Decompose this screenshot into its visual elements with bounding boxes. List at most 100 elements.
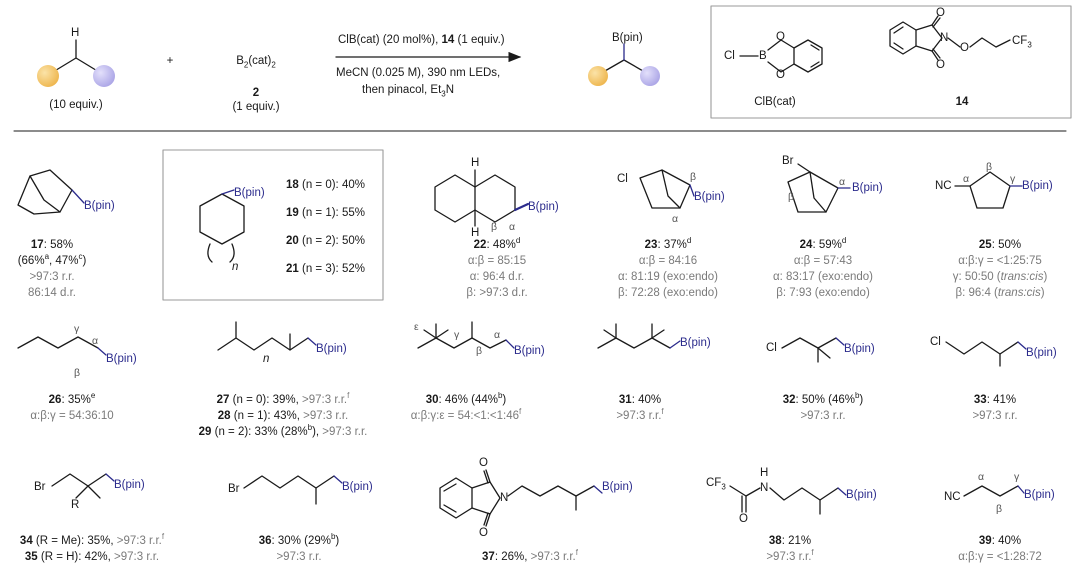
c25-bpin: B(pin) xyxy=(1022,180,1053,192)
c23-cl: Cl xyxy=(617,173,628,185)
phth14-chain xyxy=(947,37,1011,48)
c27-chain xyxy=(217,337,309,351)
cyclic-item-18: 18 (n = 0): 40% xyxy=(286,179,365,191)
catechol-benzene xyxy=(793,39,823,73)
c32-rr: >97:3 r.r. xyxy=(800,410,846,422)
c37-co1 xyxy=(483,469,491,484)
c37-o-top: O xyxy=(479,457,488,469)
c25-gamma-tc: γ: 50:50 (trans:cis) xyxy=(952,271,1048,283)
c37-co2 xyxy=(483,512,491,527)
conditions-line-1: ClB(cat) (20 mol%), 14 (1 equiv.) xyxy=(338,34,505,46)
c38-rr: >97:3 r.r.f xyxy=(766,548,814,563)
c38-co xyxy=(741,495,747,513)
c30-gamma: γ xyxy=(454,329,460,341)
c26-alpha: α xyxy=(92,335,99,347)
c17-bpin: B(pin) xyxy=(84,200,115,212)
cyclic-item-20: 20 (n = 2): 50% xyxy=(286,235,365,247)
c36-bpin: B(pin) xyxy=(342,481,373,493)
c17-ring xyxy=(17,169,73,215)
cyclic-bpin: B(pin) xyxy=(234,187,265,199)
c39-yield: 39: 40% xyxy=(978,535,1022,547)
cyclic-ring xyxy=(199,193,245,245)
c30-bpin: B(pin) xyxy=(514,345,545,357)
c22-ring-b xyxy=(474,174,516,223)
c17-cb-bond xyxy=(71,189,85,204)
c30-chain xyxy=(417,337,507,349)
c25-ratio: α:β:γ = <1:25:75 xyxy=(958,255,1042,267)
c22-beta: β xyxy=(491,221,498,233)
c39-alpha: α xyxy=(978,471,985,483)
c37-cb-bond xyxy=(593,485,603,494)
c36-br: Br xyxy=(228,483,240,495)
c32-chain xyxy=(781,337,837,349)
phth14-co1 xyxy=(931,15,941,28)
cyclic-series-box xyxy=(162,149,384,301)
reagent-equiv: (1 equiv.) xyxy=(232,101,280,113)
c25-yield: 25: 50% xyxy=(978,239,1022,251)
c31-chain xyxy=(597,337,671,349)
c24-ring xyxy=(787,171,839,213)
clbcat-o1: O xyxy=(776,31,785,43)
c39-bpin: B(pin) xyxy=(1024,489,1055,501)
c23-ring xyxy=(639,169,691,209)
c22-ring-a xyxy=(434,174,476,223)
c37-o-bottom: O xyxy=(479,527,488,539)
phth14-co2 xyxy=(931,48,941,61)
c33-rr: >97:3 r.r. xyxy=(972,410,1018,422)
c22-bpin: B(pin) xyxy=(528,201,559,213)
c14-cf3: CF3 xyxy=(1012,35,1032,50)
c37-n: N xyxy=(500,492,509,504)
c22-yield: 22: 48%d xyxy=(473,236,521,251)
product-ball-purple xyxy=(640,66,660,86)
c17-rr: >97:3 r.r. xyxy=(29,271,75,283)
cyclic-n: n xyxy=(232,261,239,273)
c38-cb-bond xyxy=(837,487,847,496)
c30-alpha: α xyxy=(494,329,501,341)
c33-cb-bond xyxy=(1017,341,1027,350)
alkyl-ball-orange xyxy=(37,65,59,87)
clbcat-b: B xyxy=(759,50,767,62)
c34-branches xyxy=(75,485,101,499)
c24-beta: β xyxy=(788,191,795,203)
c33-cl: Cl xyxy=(930,336,941,348)
c14-o2: O xyxy=(936,59,945,71)
reagents-box xyxy=(710,5,1072,119)
c24-br: Br xyxy=(782,155,794,167)
c36-cb-bond xyxy=(333,475,343,484)
c24-alpha: α xyxy=(839,176,846,188)
c23-bpin: B(pin) xyxy=(694,191,725,203)
c31-bpin: B(pin) xyxy=(680,337,711,349)
c36-chain xyxy=(243,475,335,489)
c34-chain xyxy=(51,473,107,487)
cyclic-item-21: 21 (n = 3): 52% xyxy=(286,263,365,275)
c29-yield: 29 (n = 2): 33% (28%b), >97:3 r.r. xyxy=(198,423,368,438)
c23-cb-bond xyxy=(689,184,695,197)
conditions-line-3: then pinacol, Et3N xyxy=(362,84,455,99)
c24-ratio: α:β = 57:43 xyxy=(793,255,853,267)
c14-n: N xyxy=(940,32,949,44)
c39-cb-bond xyxy=(1017,485,1025,494)
c27-cb-bond xyxy=(307,337,317,346)
c31-rr: >97:3 r.r.f xyxy=(616,407,664,422)
c22-cb-bond xyxy=(513,202,530,212)
cyclic-n-bracket xyxy=(207,243,235,263)
c28-yield: 28 (n = 1): 43%, >97:3 r.r. xyxy=(217,410,349,422)
reagent-number: 2 xyxy=(252,87,260,99)
c33-yield: 33: 41% xyxy=(973,394,1017,406)
c26-gamma: γ xyxy=(74,323,80,335)
product-bpin-label: B(pin) xyxy=(612,32,643,44)
c25-beta: β xyxy=(986,161,993,173)
c23-alpha: α xyxy=(672,213,679,225)
c32-cl: Cl xyxy=(766,342,777,354)
c37-yield: 37: 26%, >97:3 r.r.f xyxy=(482,548,578,563)
c39-chain xyxy=(963,485,1019,497)
cyclic-cb-bond xyxy=(221,189,235,195)
conditions-line-2: MeCN (0.025 M), 390 nm LEDs, xyxy=(336,67,501,79)
phth14-benzene-double xyxy=(893,26,904,50)
c32-branches xyxy=(817,347,831,363)
c32-cb-bond xyxy=(835,337,845,346)
c23-ratio: α:β = 84:16 xyxy=(638,255,698,267)
c27-n: n xyxy=(263,353,270,365)
c32-bpin: B(pin) xyxy=(844,343,875,355)
